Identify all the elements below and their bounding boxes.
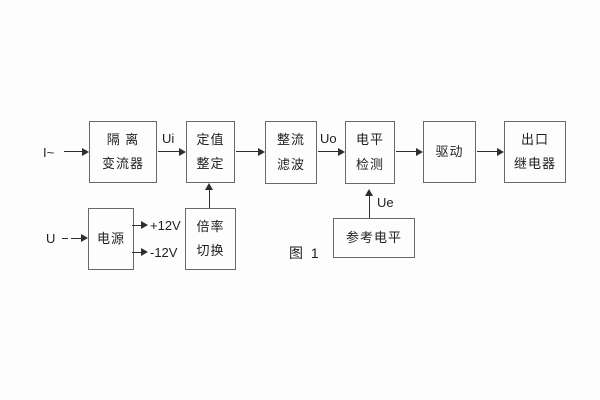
arrow-line	[396, 151, 416, 152]
arrow-right-icon	[141, 221, 148, 229]
arrow-right-icon	[416, 148, 423, 156]
block-label: 倍率	[196, 218, 225, 234]
arrow-line	[209, 190, 210, 208]
block-label: 继电器	[513, 156, 556, 171]
plus-12v-label: +12V	[150, 218, 181, 233]
arrow-line	[318, 151, 338, 152]
block-label: 电源	[96, 230, 125, 246]
arrow-line	[62, 238, 68, 239]
arrow-line	[158, 151, 179, 152]
block-setting-adjustment: 定值 整定	[186, 121, 235, 183]
block-label: 检测	[355, 156, 384, 172]
arrow-up-icon	[205, 183, 213, 190]
block-level-detection: 电平 检测	[345, 121, 395, 184]
block-driver: 驱动	[423, 121, 476, 183]
arrow-line	[132, 225, 141, 226]
block-label: 定值	[196, 131, 225, 147]
block-output-relay: 出口 继电器	[504, 121, 566, 183]
arrow-line	[71, 238, 81, 239]
signal-ui-label: Ui	[162, 131, 175, 146]
arrow-right-icon	[179, 148, 186, 156]
block-power-supply: 电源	[88, 208, 134, 270]
signal-uo-label: Uo	[320, 131, 337, 146]
block-label: 整定	[196, 156, 225, 171]
arrow-right-icon	[258, 148, 265, 156]
arrow-line	[369, 196, 370, 218]
signal-ue-label: Ue	[377, 195, 394, 210]
arrow-line	[236, 151, 258, 152]
block-label: 电平	[355, 132, 384, 148]
arrow-line	[132, 252, 141, 253]
block-label: 切换	[196, 243, 225, 258]
arrow-right-icon	[338, 148, 345, 156]
block-isolation-transformer: 隔 离 变流器	[89, 121, 157, 183]
block-label: 变流器	[101, 156, 144, 171]
input-voltage-label: U	[46, 231, 56, 246]
arrow-line	[64, 151, 82, 152]
block-label: 隔 离	[106, 131, 140, 147]
arrow-right-icon	[82, 148, 89, 156]
block-reference-level: 参考电平	[333, 218, 415, 258]
arrow-up-icon	[365, 189, 373, 196]
block-label: 出口	[520, 131, 549, 147]
arrow-right-icon	[497, 148, 504, 156]
block-label: 驱动	[435, 143, 464, 159]
block-label: 参考电平	[345, 229, 402, 245]
block-rectifier-filter: 整流 滤波	[265, 121, 317, 184]
block-ratio-switching: 倍率 切换	[185, 208, 236, 270]
input-current-label: I~	[43, 145, 55, 160]
block-label: 整流	[276, 132, 305, 148]
arrow-line	[477, 151, 497, 152]
figure-caption: 图 1	[289, 245, 321, 261]
minus-12v-label: -12V	[150, 245, 178, 260]
block-label: 滤波	[276, 156, 305, 172]
arrow-right-icon	[81, 234, 88, 242]
arrow-right-icon	[141, 248, 148, 256]
